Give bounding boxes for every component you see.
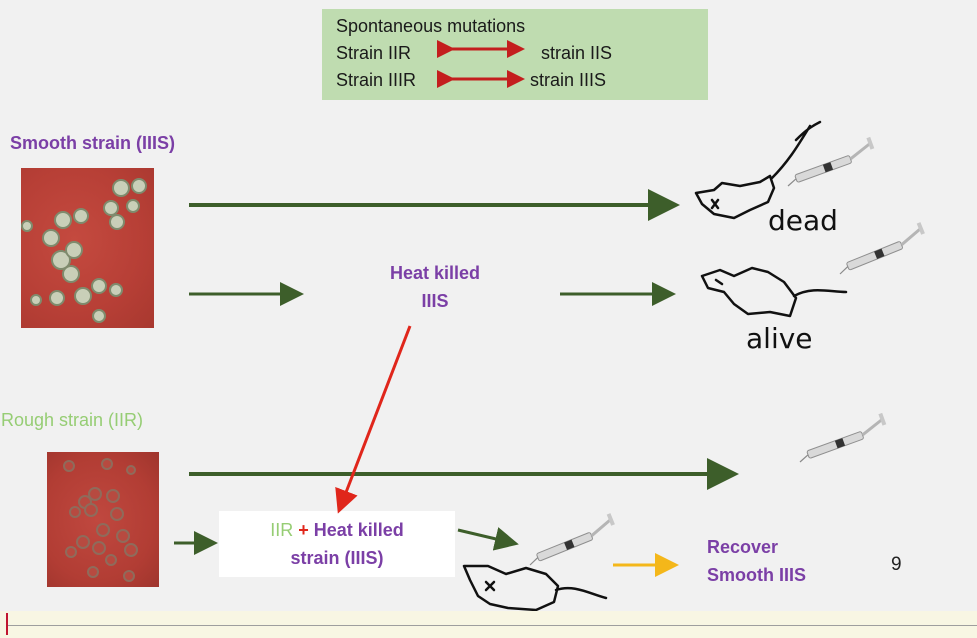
rough-strain-label: Rough strain (IIR) [1,410,144,430]
recover-label: Recover Smooth IIIS [707,533,806,589]
mutation-row-2: Strain IIIR strain IIIS [336,67,694,94]
mutation-row-1-right: strain IIS [541,43,613,63]
mixture-box: IIR + Heat killed strain (IIIS) [219,511,455,577]
arrow-mixture-to-mouse [457,527,519,551]
syringe-icon [792,411,890,464]
heat-killed-line2: IIIS [421,291,449,311]
rough-colony-plate-image [47,452,159,587]
mutation-row-2-right: strain IIIS [530,70,607,90]
smooth-colonies [21,178,147,323]
dead-top-label: dead [768,204,838,237]
smooth-colony-plate-image [21,168,154,328]
mutations-title: Spontaneous mutations [336,16,526,36]
page-number: 9 [891,554,902,575]
heat-killed-label: Heat killed IIIS [360,259,510,315]
recover-line2: Smooth IIIS [707,565,806,585]
arrow-heat-to-mixture [335,325,412,514]
mixture-plus: + [298,520,309,540]
mutation-row-2-left: Strain IIIR [336,70,417,90]
alive-label: alive [746,322,813,355]
syringe-icon [831,220,929,276]
mixture-heat-killed: Heat killed [313,520,404,540]
heat-killed-line1: Heat killed [389,263,481,283]
footer-divider [8,625,977,626]
mixture-iir: IIR [270,520,294,540]
mixture-line1: IIR + Heat killed [219,516,455,544]
text-cursor [6,613,8,635]
diagram-graphics: dead alive [174,40,929,611]
smooth-strain-label: Smooth strain (IIIS) [10,133,176,153]
mutation-row-1: Strain IIR strain IIS [336,40,694,67]
recover-line1: Recover [707,537,779,557]
mouse-alive-icon [700,266,848,318]
syringe-icon [780,135,878,188]
syringe-icon [521,511,619,567]
mixture-line2: strain (IIIS) [290,548,384,568]
mouse-dead-icon [462,564,608,611]
mouse-dead-icon [694,120,822,220]
footer-bar [0,611,977,638]
rough-colonies [63,458,138,582]
mutation-row-1-left: Strain IIR [336,43,412,63]
